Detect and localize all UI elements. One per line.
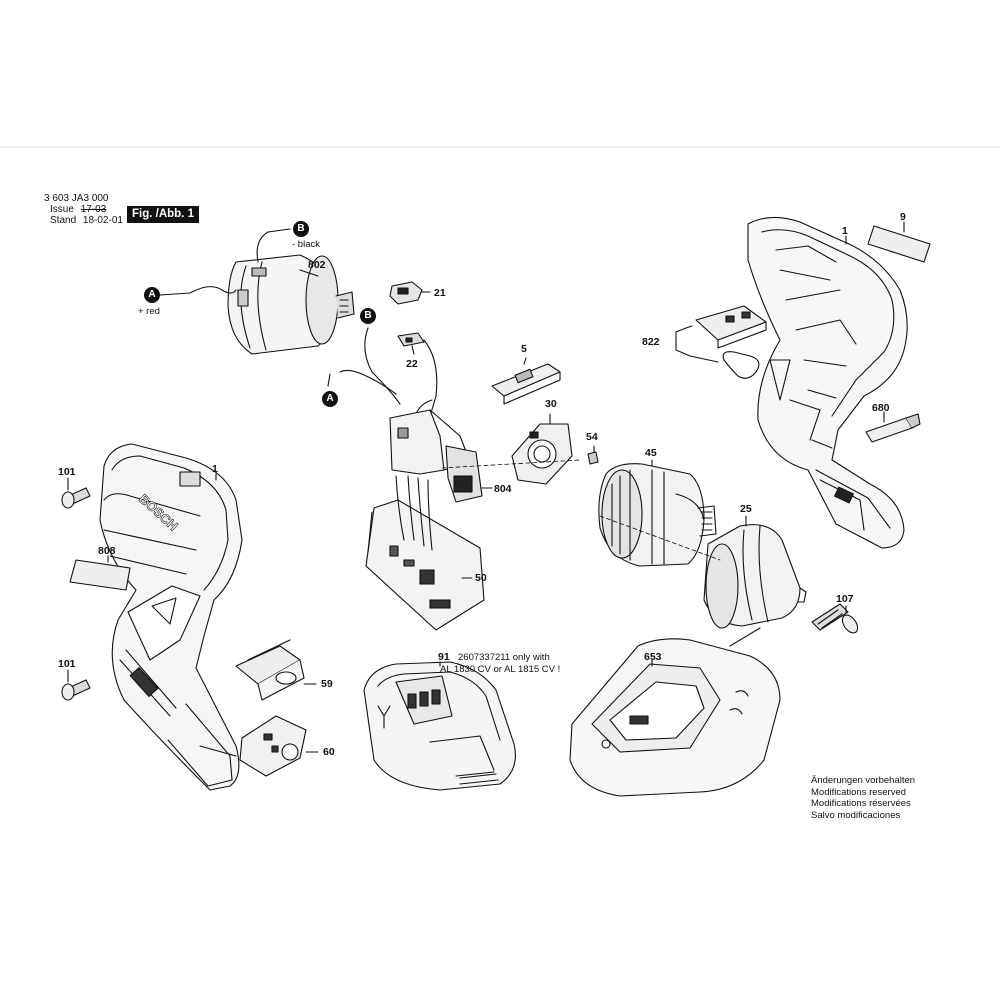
stand-line: Stand 18-02-01 [50,215,123,226]
callout-9: 9 [900,211,906,223]
callout-54: 54 [586,431,598,443]
chuck-25 [703,515,807,629]
callout-680: 680 [872,402,890,414]
callout-59: 59 [321,678,333,690]
callout-60: 60 [323,746,335,758]
callout-21: 21 [434,287,446,299]
figure-label: Fig. /Abb. 1 [127,206,199,223]
screw-101-top [61,477,91,509]
wire-a-left-marker: A [144,287,160,303]
issue-label: Issue [50,204,74,215]
issue-line: Issue 17-03 [50,204,106,215]
callout-1-right: 1 [842,225,848,237]
callout-1-left: 1 [212,463,218,475]
modifications-notice: Änderungen vorbehalten Modifications res… [811,775,915,821]
wire-b-top-marker: B [293,221,309,237]
housing-right-1 [747,216,908,549]
charger-653 [569,627,781,797]
electronics-50 [365,475,485,631]
callout-25: 25 [740,503,752,515]
callout-808: 808 [98,545,116,557]
screw-54 [587,445,599,465]
part-5 [491,357,561,405]
housing-left-1 [99,443,243,791]
issue-value: 17-03 [80,204,107,215]
screw-101-bottom [61,669,91,701]
part-22 [397,332,425,355]
callout-45: 45 [645,447,657,459]
gearbox-45 [598,459,717,567]
battery-91 [363,661,516,791]
callout-91: 91 [438,651,450,663]
battery-note-line1: 2607337211 only with [458,652,550,663]
motor-802 [159,228,355,355]
part-21 [389,281,431,305]
part-59 [235,639,317,701]
callout-101-top: 101 [58,466,76,478]
stand-value: 18-02-01 [82,215,123,226]
callout-653: 653 [644,651,662,663]
modifications-fr: Modifications réservées [811,798,911,809]
callout-22: 22 [406,358,418,370]
callout-50: 50 [475,572,487,584]
label-9 [867,221,931,263]
callout-107: 107 [836,593,854,605]
wire-a-mid-marker: A [322,391,338,407]
callout-5: 5 [521,343,527,355]
part-30 [511,413,573,485]
callout-802: 802 [308,259,326,271]
battery-note-line2: AL 1830 CV or AL 1815 CV ! [440,664,561,675]
modifications-es: Salvo modificaciones [811,809,901,821]
callout-101-bottom: 101 [58,658,76,670]
stand-label: Stand [50,215,77,226]
screw-107 [811,603,859,634]
callout-804: 804 [494,483,512,495]
callout-822: 822 [642,336,660,348]
label-808 [69,555,131,591]
switch-804 [389,409,493,503]
modifications-de: Änderungen vorbehalten [811,775,916,786]
wire-b-mid-marker: B [360,308,376,324]
callout-30: 30 [545,398,557,410]
part-60 [239,715,319,777]
modifications-en: Modifications reserved [811,786,907,798]
wire-b-top-note: - black [292,239,320,250]
wire-a-left-note: + red [138,306,160,317]
clip-822 [675,305,767,379]
bit-680 [865,411,921,443]
part-number: 3 603 JA3 000 [44,193,109,204]
